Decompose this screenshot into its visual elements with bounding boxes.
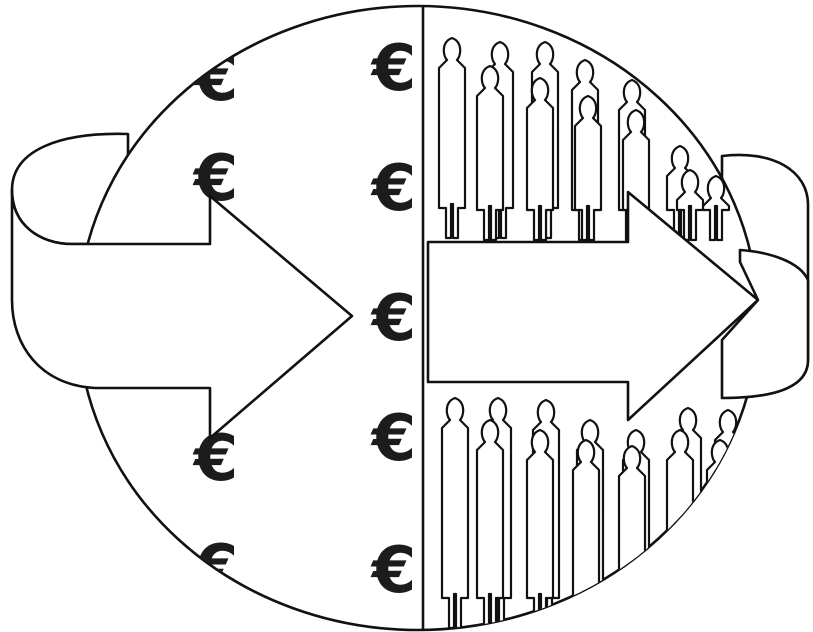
euro-symbol-right: € — [370, 402, 417, 476]
euro-symbol-right: € — [370, 282, 417, 356]
euro-symbol-right: € — [370, 534, 417, 608]
euro-symbol-right: € — [370, 32, 417, 106]
person-silhouette-upper — [439, 38, 465, 238]
person-silhouette-lower — [573, 440, 599, 628]
person-silhouette-lower — [619, 446, 645, 616]
person-silhouette-lower — [442, 398, 468, 628]
person-silhouette-lower — [667, 430, 693, 600]
person-silhouette-lower — [477, 420, 503, 628]
euro-symbol-right: € — [370, 152, 417, 226]
person-silhouette-lower — [527, 430, 553, 628]
person-silhouette-lower — [715, 410, 741, 590]
